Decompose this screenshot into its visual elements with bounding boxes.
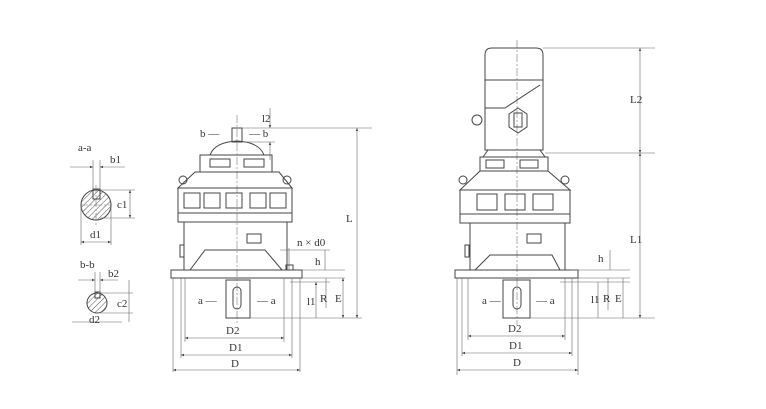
d2-label: d2: [89, 314, 100, 326]
section-a-a: a-a b1 c1 d1: [70, 142, 135, 245]
top-cover: [209, 140, 265, 156]
section-aa-title: a-a: [78, 142, 92, 154]
L2-label: L2: [630, 94, 642, 106]
lifting-eye: [282, 175, 292, 185]
holes-label: n × d0: [297, 237, 326, 249]
lifting-eye: [560, 175, 570, 185]
b-section-mark: b —: [200, 128, 220, 140]
D-label-right: D: [513, 357, 521, 369]
D1-label-right: D1: [509, 340, 522, 352]
D-label: D: [231, 358, 239, 370]
d1-label: d1: [90, 229, 101, 241]
L1-label: L1: [630, 234, 642, 246]
reducer-with-motor-view: L2 L1 h l1 R E a — — a D2 D1 D: [454, 40, 655, 375]
l1-label: l1: [307, 296, 316, 308]
housing-band: [177, 187, 293, 214]
section-bb-title: b-b: [80, 259, 95, 271]
a-section-mark-right: — a: [256, 295, 276, 307]
section-b-b: b-b b2 c2 d2: [72, 259, 133, 326]
R-label: R: [320, 293, 328, 305]
lifting-eye: [178, 175, 188, 185]
a-section-mark-right-right: — a: [535, 295, 555, 307]
b1-label: b1: [110, 154, 121, 166]
output-shaft: [225, 279, 251, 319]
E-label: E: [335, 293, 342, 305]
E-label-right: E: [615, 293, 622, 305]
a-section-mark-left: a —: [198, 295, 218, 307]
input-shaft: [231, 127, 243, 143]
base-plate: [170, 269, 303, 279]
h-label: h: [315, 256, 321, 268]
lifting-eye: [458, 175, 468, 185]
b-section-mark-right: — b: [248, 128, 269, 140]
l2-label: l2: [262, 113, 271, 125]
motor: [484, 47, 544, 151]
reducer-front-view: b — — b l2 L n × d0 h l1 R E a — — a D2 …: [170, 108, 372, 372]
c2-label: c2: [117, 298, 127, 310]
R-label-right: R: [603, 293, 611, 305]
shaft-section-circle: [86, 292, 108, 314]
D2-label: D2: [226, 325, 239, 337]
a-section-mark-left-right: a —: [482, 295, 502, 307]
b2-label: b2: [108, 268, 119, 280]
L-label: L: [346, 213, 353, 225]
l1-label-right: l1: [591, 294, 600, 306]
h-label-right: h: [598, 253, 604, 265]
c1-label: c1: [117, 199, 127, 211]
motor-terminal-box: [508, 107, 528, 134]
D2-label-right: D2: [508, 323, 521, 335]
D1-label: D1: [229, 342, 242, 354]
